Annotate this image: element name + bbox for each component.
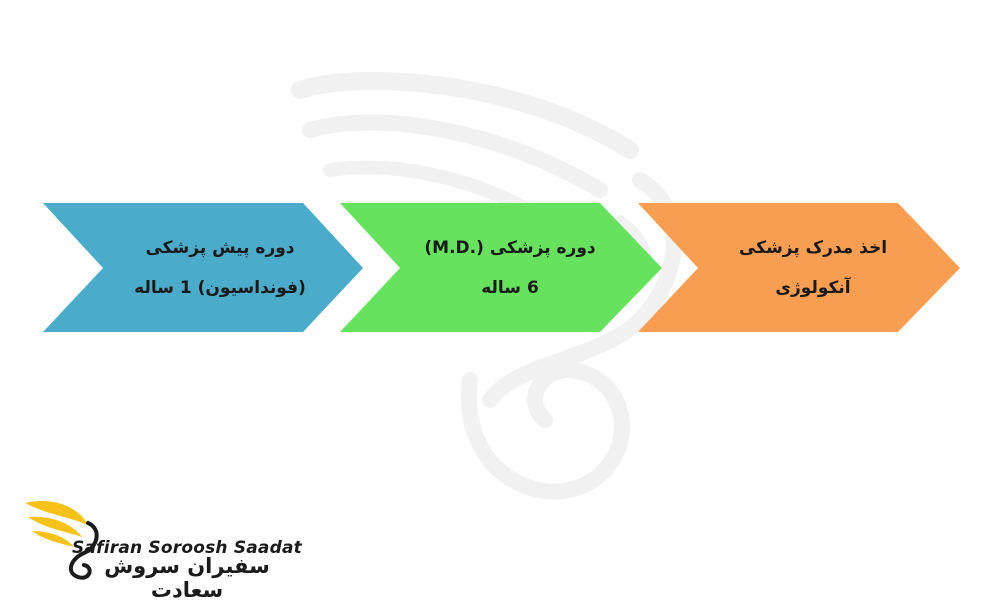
step-3-line1: اخذ مدرک پزشکی — [738, 238, 888, 258]
step-1-label: دوره پیش پزشکی (فونداسیون) 1 ساله — [95, 228, 345, 308]
step-2-line2: 6 ساله — [481, 278, 539, 298]
logo-name-fa: سفیران سروش سعادت — [104, 554, 270, 602]
step-2-arrow — [340, 203, 662, 332]
step-2-line1: دوره پزشکی (.M.D) — [424, 238, 596, 258]
step-1-arrow — [43, 203, 363, 332]
logo-wing — [25, 501, 88, 547]
step-3-label: اخذ مدرک پزشکی آنکولوژی — [688, 228, 938, 308]
step-3-line2: آنکولوژی — [775, 278, 851, 298]
logo-wing-icon — [25, 501, 99, 580]
step-1-line1: دوره پیش پزشکی — [145, 238, 295, 258]
step-3-arrow — [638, 203, 960, 332]
logo-name-en: Safiran Soroosh Saadat — [72, 538, 302, 558]
step-1-line2: (فونداسیون) 1 ساله — [134, 278, 306, 298]
step-2-label: دوره پزشکی (.M.D) 6 ساله — [385, 228, 635, 308]
